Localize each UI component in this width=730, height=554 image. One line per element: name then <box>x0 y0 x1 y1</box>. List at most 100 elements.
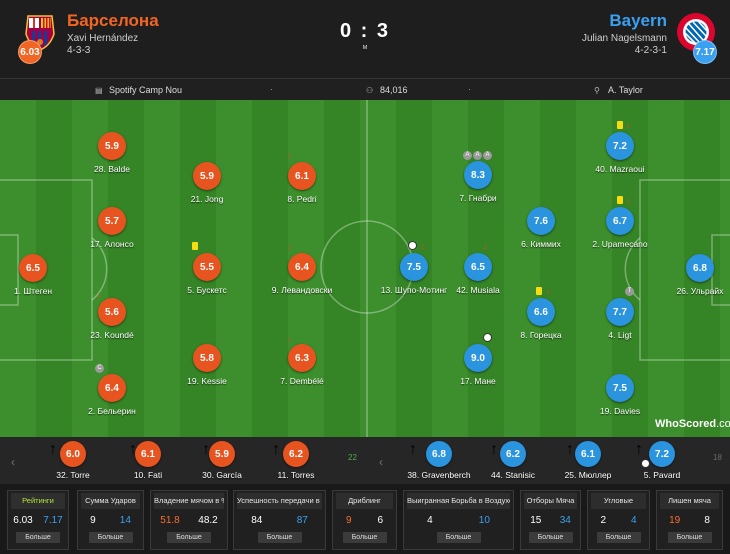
pitch-player[interactable]: 7.5 19. Davies <box>580 374 660 416</box>
sub-player[interactable]: 6.2 11. Torres <box>261 441 331 480</box>
attendance-value: 84,016 <box>380 85 408 95</box>
attendance: ⚇ 84,016 <box>366 85 408 95</box>
more-button[interactable]: Больше <box>596 532 641 543</box>
stat-title: Угловые <box>591 493 646 509</box>
sub-player[interactable]: 6.8 38. Gravenberch <box>404 441 474 480</box>
player-rating: 5.9 <box>193 162 221 190</box>
player-rating: 6.7 <box>606 207 634 235</box>
player-name: 9. Левандовски <box>271 285 333 295</box>
pitch-player[interactable]: 5.7 17. Алонсо <box>72 207 152 249</box>
people-icon: ⚇ <box>366 85 374 95</box>
home-formation: 4-3-3 <box>67 45 91 56</box>
assist-badge: A <box>473 151 482 160</box>
player-rating: 5.7 <box>98 207 126 235</box>
pitch-player[interactable]: 5.6 23. Koundé <box>72 298 152 340</box>
pitch-player[interactable]: 7.7 4. Ligt <box>580 298 660 340</box>
pitch-player[interactable]: 6.6 8. Горецка <box>501 298 581 340</box>
player-name: 19. Davies <box>599 406 641 416</box>
more-button[interactable]: Больше <box>257 532 302 543</box>
pitch-player[interactable]: 6.3 7. Dembélé <box>262 344 342 386</box>
match-info-bar: ▤ Spotify Camp Nou · ⚇ 84,016 · ⚲ A. Tay… <box>0 78 730 100</box>
pitch-player[interactable]: 5.9 28. Balde <box>72 132 152 174</box>
stat-away-value: 8 <box>704 515 710 526</box>
away-team-name[interactable]: Bayern <box>609 11 667 30</box>
stat-away-value: 48.2 <box>198 515 218 526</box>
sub-player[interactable]: 6.1 10. Fati <box>113 441 183 480</box>
stadium-icon: ▤ <box>95 85 103 95</box>
sub-player[interactable]: 7.2 5. Pavard <box>627 441 697 480</box>
more-button[interactable]: Больше <box>342 532 387 543</box>
pitch-player[interactable]: 7.6 6. Киммих <box>501 207 581 249</box>
player-name: 42. Musiala <box>456 285 500 295</box>
player-rating: 5.9 <box>98 132 126 160</box>
player-name: 28. Balde <box>94 164 130 174</box>
home-team-name[interactable]: Барселона <box>67 11 159 30</box>
subs-prev-arrow-icon[interactable]: ‹ <box>11 455 15 469</box>
pitch-player[interactable]: 6.4 9. Левандовски <box>262 253 342 295</box>
player-name: 11. Torres <box>277 470 315 480</box>
more-button[interactable]: Больше <box>436 532 481 543</box>
player-rating: 6.1 <box>135 441 161 467</box>
venue-name: Spotify Camp Nou <box>109 85 183 95</box>
pitch-player[interactable]: 5.9 21. Jong <box>167 162 247 204</box>
subs-more-count[interactable]: 18 <box>713 453 722 462</box>
pitch-player[interactable]: 7.2 40. Mazraoui <box>580 132 660 174</box>
goal-ball-icon <box>641 459 650 468</box>
assist-badge: A <box>483 151 492 160</box>
player-rating: 7.5 <box>400 253 428 281</box>
more-button[interactable]: Больше <box>167 532 211 543</box>
pitch-player[interactable]: 6.1 8. Pedri <box>262 162 342 204</box>
pitch-player[interactable]: 9.0 17. Мане <box>438 344 518 386</box>
pitch-player[interactable]: 5.8 19. Kessie <box>167 344 247 386</box>
match-header: 6.03 Барселона Xavi Hernández 4-3-3 0 : … <box>0 0 730 78</box>
sub-player[interactable]: 6.1 25. Мюллер <box>553 441 623 480</box>
pitch-player[interactable]: 6.7 2. Upamecano <box>580 207 660 249</box>
pitch-player[interactable]: 6.8 26. Ульрайх <box>660 254 730 296</box>
match-score: 0 : 3 <box>339 20 391 42</box>
stat-away-value: 87 <box>296 515 308 526</box>
pitch-player[interactable]: 6.5 42. Musiala <box>438 253 518 295</box>
more-button[interactable]: Больше <box>667 532 712 543</box>
sub-off-arrow-icon: ↓ <box>420 241 425 251</box>
referee-name: A. Taylor <box>608 85 643 95</box>
sub-player[interactable]: 6.2 44. Stanisic <box>478 441 548 480</box>
pitch-player[interactable]: 7.5 13. Шупо-Мотинг <box>374 253 454 295</box>
player-name: 30. García <box>202 470 242 480</box>
pitch: 5.9 28. Balde 5.7 17. Алонсо 6.5 1. Штег… <box>0 100 730 437</box>
pitch-player[interactable]: 6.5 1. Штеген <box>0 254 73 296</box>
subs-more-count[interactable]: 22 <box>348 453 357 462</box>
more-button[interactable]: Больше <box>528 532 573 543</box>
player-name: 5. Бускетс <box>187 285 227 295</box>
stat-away-value: 4 <box>630 515 637 526</box>
player-rating: 7.2 <box>649 441 675 467</box>
pitch-player[interactable]: 8.3 7. Гнабри <box>438 161 518 203</box>
away-formation: 4-2-3-1 <box>634 45 667 56</box>
pitch-player[interactable]: 6.4 2. Бельерин <box>72 374 152 416</box>
player-rating: 5.8 <box>193 344 221 372</box>
player-name: 17. Мане <box>460 376 496 386</box>
sub-off-arrow-icon: ↓ <box>287 150 292 160</box>
more-button[interactable]: Больше <box>16 532 60 543</box>
stat-title: Владение мячом в % <box>154 493 224 509</box>
sub-player[interactable]: 6.0 32. Torre <box>38 441 108 480</box>
sub-player[interactable]: 5.9 30. García <box>187 441 257 480</box>
score-sub-label: м <box>362 44 368 51</box>
player-name: 13. Шупо-Мотинг <box>380 285 448 295</box>
sub-on-arrow-icon: ↑ <box>409 441 417 458</box>
player-name: 6. Киммих <box>521 239 561 249</box>
player-rating: 6.5 <box>464 253 492 281</box>
pitch-player[interactable]: 5.5 5. Бускетс <box>167 253 247 295</box>
more-button[interactable]: Больше <box>88 532 133 543</box>
sub-on-arrow-icon: ↑ <box>272 441 280 458</box>
player-name: 40. Mazraoui <box>595 164 645 174</box>
subs-prev-arrow-icon[interactable]: ‹ <box>379 455 383 469</box>
